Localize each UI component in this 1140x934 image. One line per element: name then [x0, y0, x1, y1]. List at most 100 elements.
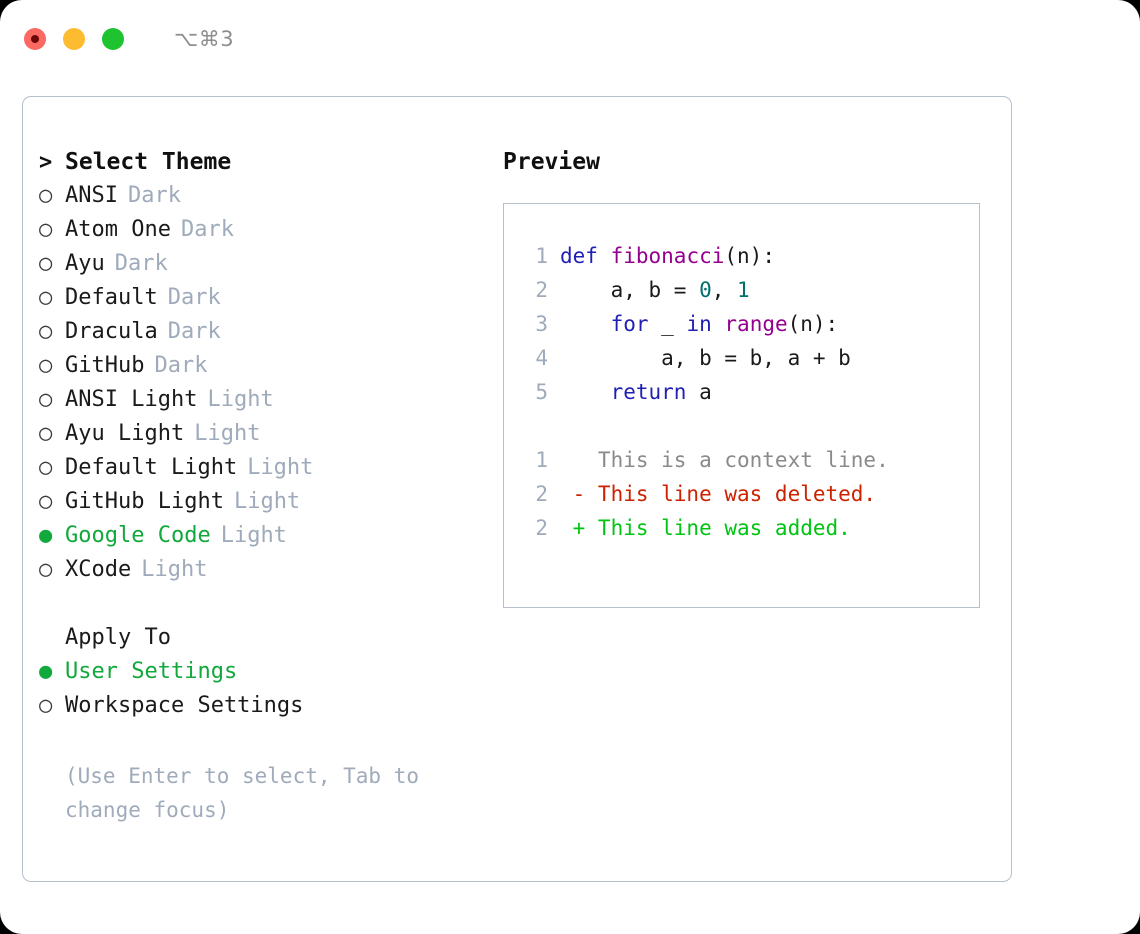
recording-dot-icon [31, 35, 39, 43]
theme-variant-tag: Dark [167, 319, 221, 344]
diff-text-add: + This line was added. [560, 516, 851, 540]
theme-option-label: Dracula [65, 319, 158, 344]
radio-unselected-icon: ○ [39, 319, 53, 344]
theme-option-label: ANSI [65, 183, 118, 208]
code-text: a, b = 0, 1 [560, 278, 750, 302]
apply-to-option[interactable]: ○ Workspace Settings [39, 693, 503, 727]
hint-line-2: change focus) [65, 798, 230, 822]
theme-option-label: GitHub Light [65, 489, 224, 514]
radio-unselected-icon: ○ [39, 489, 53, 514]
diff-line: 2 + This line was added. [522, 516, 979, 550]
code-token-plain [560, 312, 611, 336]
code-token-num: 0 [699, 278, 712, 302]
code-token-plain: a, b = [560, 278, 700, 302]
code-token-plain: , [711, 278, 738, 302]
theme-option-label: GitHub [65, 353, 145, 378]
theme-option-label: ANSI Light [65, 387, 198, 412]
hint-line-1: (Use Enter to select, Tab to [65, 764, 420, 788]
apply-to-label: Apply To [65, 625, 171, 650]
code-text: return a [560, 380, 712, 404]
theme-option-label: Default Light [65, 455, 238, 480]
code-line: 4 a, b = b, a + b [522, 346, 979, 380]
theme-variant-tag: Dark [127, 183, 181, 208]
code-token-plain [560, 380, 611, 404]
code-token-plain [598, 244, 611, 268]
diff-sample: 1 This is a context line. 2 - This line w… [522, 448, 979, 550]
theme-option-label: Google Code [65, 523, 211, 548]
theme-option[interactable]: ○ GitHub Light Light [39, 489, 503, 523]
radio-unselected-icon: ○ [39, 353, 53, 378]
code-line: 3 for _ in range(n): [522, 312, 979, 346]
code-text: for _ in range(n): [560, 312, 839, 336]
radio-unselected-icon: ○ [39, 455, 53, 480]
minimize-button[interactable] [63, 28, 85, 50]
theme-variant-tag: Light [141, 557, 208, 582]
theme-option[interactable]: ○ Default Light Light [39, 455, 503, 489]
theme-variant-tag: Dark [154, 353, 208, 378]
apply-to-option-label: User Settings [65, 659, 238, 684]
theme-variant-tag: Light [220, 523, 287, 548]
radio-unselected-icon: ○ [39, 251, 53, 276]
code-token-plain [712, 312, 725, 336]
code-token-plain: a, b = b, a + b [560, 346, 851, 370]
diff-text-del: - This line was deleted. [560, 482, 877, 506]
theme-option[interactable]: ● Google Code Light [39, 523, 503, 557]
apply-to-option-label: Workspace Settings [65, 693, 304, 718]
code-token-kw: return [610, 380, 687, 404]
preview-title: Preview [503, 149, 600, 175]
radio-unselected-icon: ○ [39, 557, 53, 582]
theme-option[interactable]: ○ Atom One Dark [39, 217, 503, 251]
line-number: 1 [535, 448, 548, 472]
radio-selected-icon: ● [39, 523, 53, 548]
theme-option-label: Atom One [65, 217, 171, 242]
apply-to-option[interactable]: ● User Settings [39, 659, 503, 693]
theme-variant-tag: Dark [180, 217, 234, 242]
radio-unselected-icon: ○ [39, 183, 53, 208]
theme-option-label: XCode [65, 557, 132, 582]
code-diff-separator [522, 414, 979, 448]
radio-unselected-icon: ○ [39, 693, 53, 718]
close-button[interactable] [24, 28, 46, 50]
theme-option[interactable]: ○ XCode Light [39, 557, 503, 591]
code-token-plain: a [686, 380, 712, 404]
maximize-button[interactable] [102, 28, 124, 50]
code-line: 2 a, b = 0, 1 [522, 278, 979, 312]
theme-option[interactable]: ○ Dracula Dark [39, 319, 503, 353]
radio-unselected-icon: ○ [39, 421, 53, 446]
theme-variant-tag: Light [233, 489, 301, 514]
diff-text-ctx: This is a context line. [560, 448, 889, 472]
radio-selected-icon: ● [39, 659, 53, 684]
code-token-fn: range [724, 312, 788, 336]
code-token-kw: for [610, 312, 649, 336]
line-number: 3 [535, 312, 548, 336]
theme-variant-tag: Light [247, 455, 314, 480]
line-number: 2 [535, 482, 548, 506]
theme-option-label: Ayu [65, 251, 105, 276]
select-theme-label: Select Theme [65, 149, 232, 175]
code-line: 5 return a [522, 380, 979, 414]
line-number: 4 [535, 346, 548, 370]
theme-variant-tag: Dark [114, 251, 168, 276]
apply-to-header: ○ Apply To [39, 625, 503, 659]
title-bar: ⌥⌘3 [0, 0, 1140, 78]
theme-option[interactable]: ○ ANSI Dark [39, 183, 503, 217]
radio-unselected-icon: ○ [39, 217, 53, 242]
keyboard-shortcut-label: ⌥⌘3 [174, 27, 235, 51]
theme-option[interactable]: ○ GitHub Dark [39, 353, 503, 387]
code-text: def fibonacci(n): [560, 244, 775, 268]
code-token-plain: (n): [724, 244, 775, 268]
theme-variant-tag: Light [194, 421, 261, 446]
theme-option[interactable]: ○ Ayu Dark [39, 251, 503, 285]
radio-unselected-icon: ○ [39, 285, 53, 310]
diff-line: 2 - This line was deleted. [522, 482, 979, 516]
